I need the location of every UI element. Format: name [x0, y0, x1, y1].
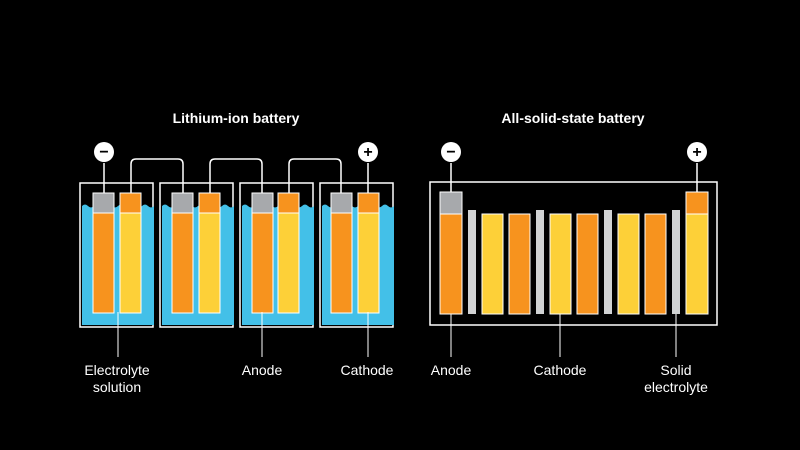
anode-collector — [92, 192, 115, 214]
anode-plate — [576, 213, 599, 315]
cathode-collector — [119, 192, 142, 214]
anode-plate — [508, 213, 531, 315]
solid-electrolyte-layer — [604, 210, 612, 314]
cathode-collector — [685, 191, 709, 215]
lithium-ion-diagram: − + — [79, 142, 394, 357]
cathode-plate — [549, 213, 572, 315]
anode-plate — [644, 213, 667, 315]
li-cell-1 — [82, 192, 154, 325]
cathode-collector — [357, 192, 380, 214]
solid-electrolyte-layer — [536, 210, 544, 314]
interconnect-wire — [288, 158, 342, 193]
label-cathode-right: Cathode — [533, 362, 587, 378]
label-solid-electrolyte: Solid electrolyte — [644, 362, 708, 395]
cathode-plate — [481, 213, 504, 315]
solid-state-diagram: − + — [429, 142, 718, 357]
cathode-collector — [277, 192, 300, 214]
cathode-collector — [198, 192, 221, 214]
solid-state-case — [429, 181, 718, 326]
li-cell-2 — [162, 192, 234, 325]
solid-state-title: All-solid-state battery — [501, 110, 645, 126]
label-anode-right: Anode — [430, 362, 472, 378]
cathode-plate — [617, 213, 640, 315]
li-cell-4 — [322, 192, 394, 325]
interconnect-wire — [209, 158, 263, 193]
positive-terminal-symbol: + — [692, 144, 701, 161]
anode-collector — [330, 192, 353, 214]
label-electrolyte-solution: Electrolyte solution — [84, 362, 150, 395]
positive-terminal-icon: + — [687, 142, 707, 162]
anode-collector — [439, 191, 463, 215]
negative-terminal-symbol: − — [446, 144, 455, 161]
label-anode-left: Anode — [241, 362, 283, 378]
negative-terminal-icon: − — [94, 142, 114, 162]
negative-terminal-symbol: − — [99, 144, 108, 161]
positive-terminal-symbol: + — [363, 144, 372, 161]
label-cathode-left: Cathode — [340, 362, 394, 378]
solid-electrolyte-layer — [468, 210, 476, 314]
anode-collector — [251, 192, 274, 214]
positive-terminal-icon: + — [358, 142, 378, 162]
li-cell-3 — [242, 192, 314, 325]
anode-collector — [171, 192, 194, 214]
solid-electrolyte-layer — [672, 210, 680, 314]
interconnect-wire — [130, 158, 184, 193]
lithium-ion-title: Lithium-ion battery — [172, 110, 300, 126]
negative-terminal-icon: − — [441, 142, 461, 162]
